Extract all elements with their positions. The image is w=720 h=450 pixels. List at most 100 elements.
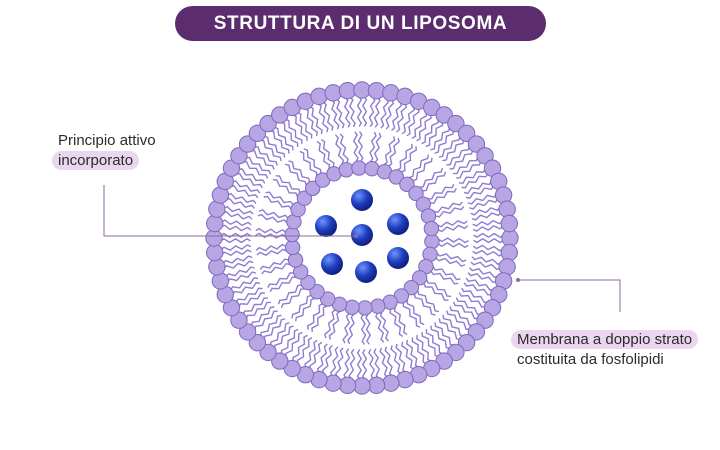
outer-tail xyxy=(467,193,497,205)
outer-tail xyxy=(467,272,497,284)
outer-phospholipid-head xyxy=(447,114,465,133)
inner-tail xyxy=(261,262,291,275)
inner-tail xyxy=(413,293,436,316)
outer-phospholipid-head xyxy=(353,377,371,395)
outer-tail xyxy=(434,130,455,154)
leader-dot-active-ingredient xyxy=(354,234,358,238)
inner-phospholipid-head xyxy=(287,252,304,268)
inner-phospholipid-head xyxy=(309,283,325,300)
inner-tail xyxy=(429,188,457,204)
outer-tail xyxy=(401,106,415,135)
outer-tail xyxy=(263,135,286,158)
inner-tail xyxy=(303,148,322,174)
outer-tail xyxy=(322,101,334,131)
inner-tail xyxy=(396,143,413,171)
inner-tail xyxy=(365,314,372,345)
outer-tail xyxy=(238,292,266,308)
diagram-title: STRUTTURA DI UN LIPOSOMA xyxy=(175,6,546,41)
inner-tail xyxy=(255,243,287,252)
outer-phospholipid-head xyxy=(208,258,226,276)
outer-tail xyxy=(442,314,465,337)
inner-phospholipid-head xyxy=(388,169,404,185)
outer-tail xyxy=(361,349,368,380)
outer-tail xyxy=(470,261,501,271)
outer-tail xyxy=(242,161,269,179)
leader-line-active-ingredient xyxy=(103,185,356,237)
inner-tail xyxy=(342,313,351,344)
outer-tail xyxy=(373,97,381,128)
outer-tail xyxy=(309,341,323,370)
inner-tail xyxy=(267,272,295,288)
inner-tail xyxy=(435,206,465,218)
outer-tail xyxy=(297,111,313,139)
outer-tail xyxy=(461,287,489,304)
outer-tail xyxy=(321,345,333,375)
outer-tail xyxy=(220,244,251,252)
outer-tail xyxy=(221,249,252,257)
outer-tail xyxy=(235,172,263,189)
inner-tail xyxy=(316,141,331,170)
inner-phospholipid-head xyxy=(370,298,386,314)
inner-tail xyxy=(263,195,292,210)
inner-tail xyxy=(347,313,355,344)
outer-tail xyxy=(245,156,271,175)
outer-tail xyxy=(230,277,259,291)
inner-phospholipid-head xyxy=(338,162,354,178)
outer-tail xyxy=(406,108,420,137)
inner-tail xyxy=(259,258,289,270)
inner-tail xyxy=(256,248,287,257)
outer-phospholipid-head xyxy=(476,311,494,329)
outer-tail xyxy=(449,149,474,170)
inner-tail xyxy=(281,288,305,308)
drug-particle xyxy=(387,247,409,269)
outer-tail xyxy=(317,103,329,133)
outer-tail xyxy=(430,126,451,151)
inner-tail xyxy=(335,134,345,165)
active-ingredient-particles xyxy=(315,189,409,283)
outer-tail xyxy=(222,255,253,264)
outer-tail xyxy=(446,310,470,331)
outer-tail xyxy=(304,108,319,137)
inner-phospholipid-head xyxy=(351,160,367,176)
inner-tail xyxy=(383,136,396,165)
outer-tail xyxy=(336,98,345,129)
inner-tail xyxy=(265,191,294,206)
outer-tail xyxy=(222,210,253,220)
phospholipid-tails xyxy=(220,96,504,380)
outer-phospholipid-head xyxy=(435,106,453,124)
outer-tail xyxy=(232,281,261,296)
outer-phospholipid-head xyxy=(271,352,289,370)
outer-phospholipid-head xyxy=(467,135,486,153)
outer-tail xyxy=(473,224,504,232)
outer-tail xyxy=(235,287,263,303)
outer-tail xyxy=(225,197,255,209)
inner-tail xyxy=(427,184,455,200)
label-active-ingredient: Principio attivo incorporato xyxy=(52,131,156,171)
outer-tail xyxy=(446,145,470,166)
leader-line-membrane xyxy=(518,279,621,312)
inner-tail xyxy=(307,303,323,330)
inner-tail xyxy=(438,242,469,249)
outer-phospholipid-head xyxy=(324,84,342,102)
inner-tail xyxy=(339,133,349,164)
outer-tail xyxy=(273,325,294,350)
outer-tail xyxy=(396,103,408,133)
outer-tail xyxy=(280,121,299,147)
inner-tail xyxy=(324,309,336,339)
outer-tail xyxy=(469,267,499,279)
outer-tail xyxy=(411,111,428,139)
outer-tail xyxy=(385,99,395,130)
outer-tail xyxy=(390,345,402,375)
outer-tail xyxy=(368,96,376,127)
outer-tail xyxy=(473,244,504,252)
outer-tail xyxy=(425,121,444,147)
inner-tail xyxy=(419,168,443,188)
outer-tail xyxy=(442,139,465,162)
outer-tail xyxy=(463,282,492,296)
inner-tail xyxy=(423,283,449,301)
inner-head-layer xyxy=(284,160,440,316)
inner-phospholipid-head xyxy=(296,190,313,206)
outer-tail xyxy=(453,301,479,320)
inner-tail xyxy=(437,224,469,233)
